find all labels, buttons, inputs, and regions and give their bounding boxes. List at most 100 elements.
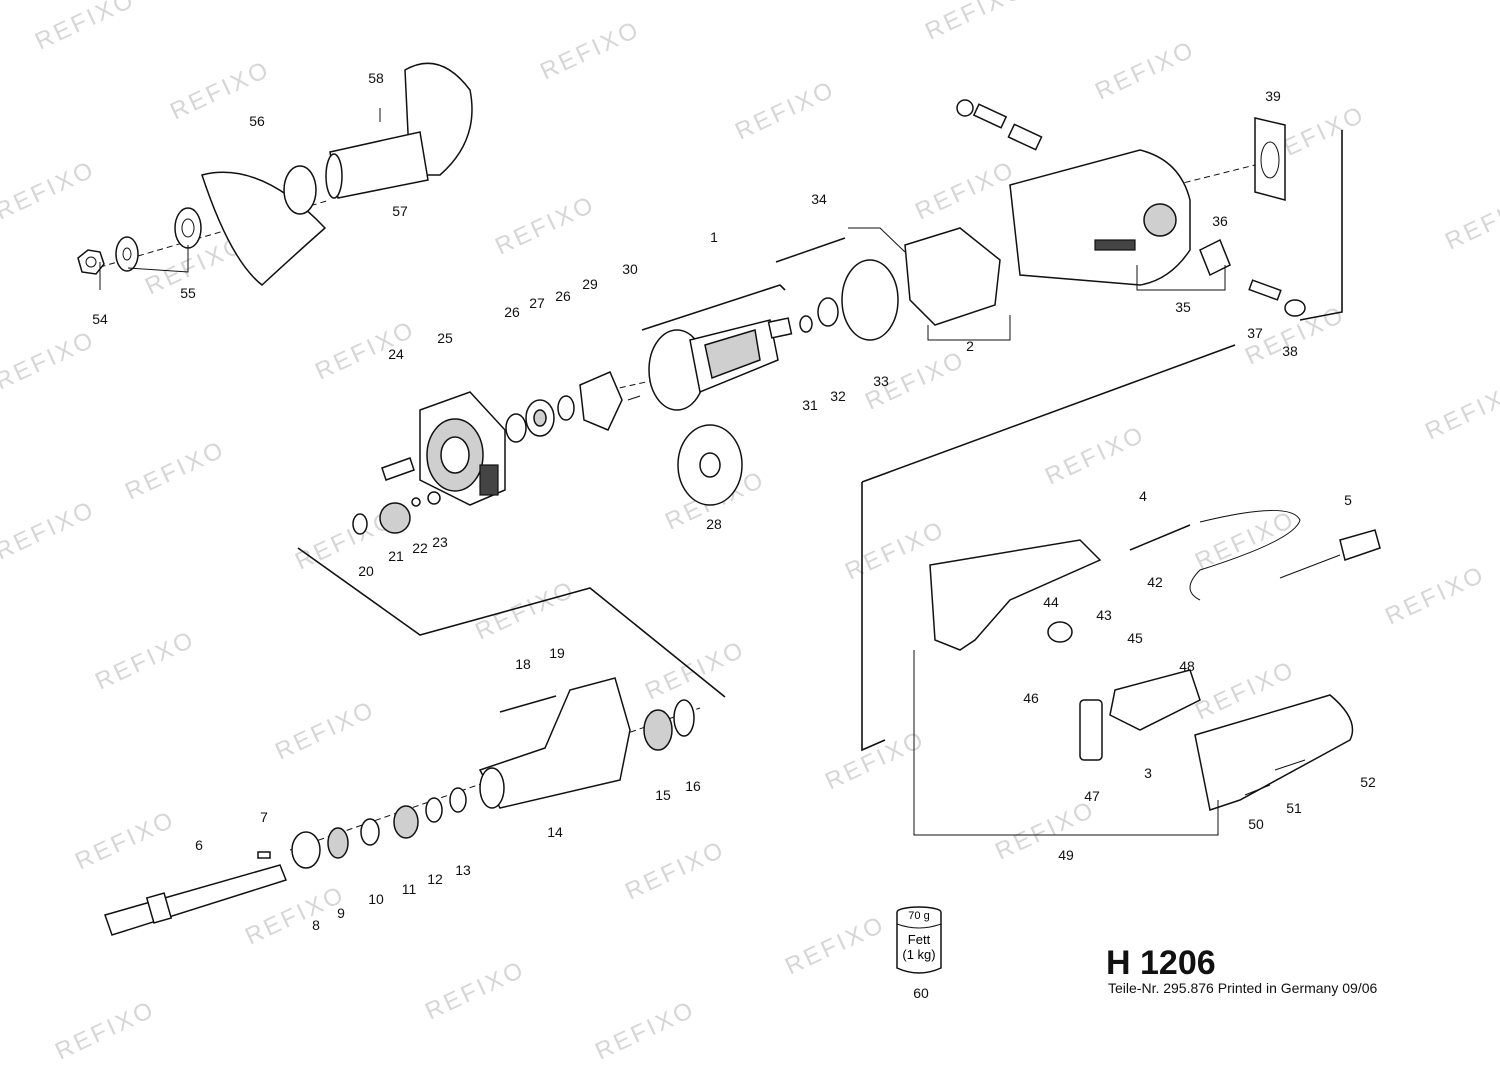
watermark-text: REFIXO [121,436,230,506]
spindle-shaft [104,864,287,936]
grease-can-icon [896,906,942,974]
part-number-22: 22 [412,540,428,556]
watermark-text: REFIXO [1421,376,1500,446]
label-plate [1254,117,1286,201]
spindle-group [104,677,695,936]
watermark-text: REFIXO [0,156,100,226]
part-number-50: 50 [1248,816,1264,832]
hex-nut [77,249,105,275]
part-number-13: 13 [455,862,471,878]
part-number-footer: Teile-Nr. 295.876 Printed in Germany 09/… [1108,980,1378,996]
assembly-lines [89,130,1343,851]
watermark-text: REFIXO [71,806,180,876]
handle-cover [1194,694,1354,811]
spindle-housing [478,677,631,809]
part-number-4: 4 [1139,488,1147,504]
part-number-12: 12 [427,871,443,887]
part-number-45: 45 [1127,630,1143,646]
part-number-23: 23 [432,534,448,550]
part-number-35: 35 [1175,299,1191,315]
part-number-34: 34 [811,191,827,207]
part-number-52: 52 [1360,774,1376,790]
watermark-text: REFIXO [641,636,750,706]
part-number-49: 49 [1058,847,1074,863]
part-number-7: 7 [260,809,268,825]
rear-handle [929,539,1102,651]
watermark-text: REFIXO [731,76,840,146]
watermark-text: REFIXO [0,496,100,566]
watermark-text: REFIXO [911,156,1020,226]
part-number-16: 16 [685,778,701,794]
pinion [381,457,415,481]
part-number-36: 36 [1212,213,1228,229]
part-number-47: 47 [1084,788,1100,804]
switch [1109,669,1201,731]
armature-group [648,237,899,506]
clamp-ring [283,165,317,215]
part-number-15: 15 [655,787,671,803]
watermark-text: REFIXO [536,16,645,86]
part-number-37: 37 [1247,325,1263,341]
insulating-disc [841,259,899,341]
part-number-19: 19 [549,645,565,661]
watermark-text: REFIXO [991,796,1100,866]
watermark-text: REFIXO [591,996,700,1066]
grease-label: Fett (1 kg) [895,932,943,962]
gear-21 [379,502,411,534]
watermark-text: REFIXO [51,996,160,1066]
part-number-18: 18 [515,656,531,672]
plate-29 [579,371,623,431]
part-number-21: 21 [388,548,404,564]
part-number-46: 46 [1023,690,1039,706]
model-title: H 1206 [1106,944,1216,982]
part-number-11: 11 [402,881,417,897]
part-number-38: 38 [1282,343,1298,359]
flange [174,207,202,249]
part-number-55: 55 [180,285,196,301]
watermark-text: REFIXO [1441,186,1500,256]
part-number-27: 27 [529,295,545,311]
part-number-6: 6 [195,837,203,853]
plug [1339,529,1381,561]
part-number-3: 3 [1144,765,1152,781]
watermark-text: REFIXO [0,326,100,396]
part-number-42: 42 [1147,574,1163,590]
brush-holder [1199,238,1231,277]
part-number-32: 32 [830,388,846,404]
part-number-56: 56 [249,113,265,129]
part-number-8: 8 [312,917,320,933]
grease-label-text: Fett [907,932,931,947]
watermark-text: REFIXO [621,836,730,906]
grease-label-sub: (1 kg) [902,947,936,962]
part-number-43: 43 [1096,607,1112,623]
ring-26b [557,395,575,421]
guard-group [77,62,473,286]
part-number-29: 29 [582,276,598,292]
watermark-text: REFIXO [781,911,890,981]
washer [115,236,139,272]
watermark-text: REFIXO [271,696,380,766]
part-number-5: 5 [1344,492,1352,508]
handle-group [929,509,1381,811]
part-number-2: 2 [966,338,974,354]
part-number-54: 54 [92,311,108,327]
watermark-text: REFIXO [1191,506,1300,576]
gear-head-group [352,371,641,535]
watermark-text: REFIXO [31,0,140,55]
watermark-text: REFIXO [1381,561,1490,631]
field-coil [904,227,1001,326]
part-number-26: 26 [555,288,571,304]
part-number-28: 28 [706,516,722,532]
motor-housing [1009,149,1191,286]
watermark-text: REFIXO [491,191,600,261]
part-number-14: 14 [547,824,563,840]
guard-tube [329,131,429,199]
part-number-1: 1 [710,229,718,245]
watermark-text: REFIXO [241,881,350,951]
watermark-text: REFIXO [921,0,1030,45]
watermark-text: REFIXO [1041,421,1150,491]
part-number-58: 58 [368,70,384,86]
part-number-26: 26 [504,304,520,320]
part-number-44: 44 [1043,594,1059,610]
